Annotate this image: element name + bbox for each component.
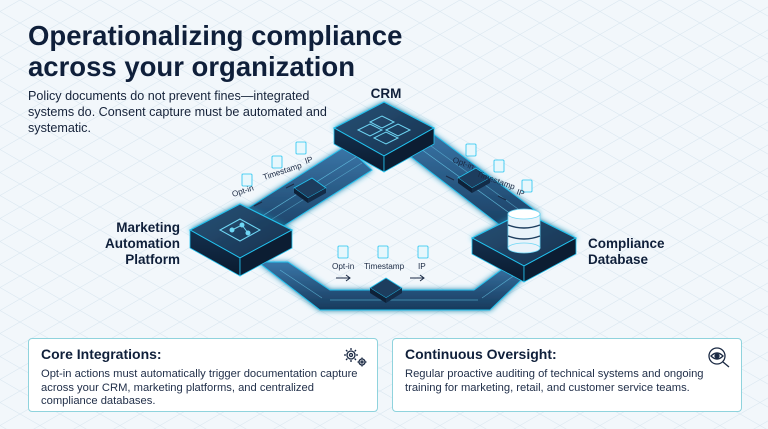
flow-right-ip: IP: [515, 187, 526, 198]
database-label-line-2: Database: [588, 252, 649, 267]
flow-left-optin: Opt-in: [231, 183, 255, 199]
crm-node: [332, 101, 436, 173]
arrow-icon: [419, 274, 425, 282]
marketing-label-line-2: Automation: [105, 236, 180, 251]
continuous-oversight-card: Continuous Oversight: Regular proactive …: [392, 338, 742, 412]
marketing-label-line-3: Platform: [125, 252, 180, 267]
flow-bottom-ip: IP: [418, 262, 426, 271]
arrow-icon: [285, 183, 295, 189]
arrow-icon: [497, 195, 507, 201]
page-title: Operationalizing compliance across your …: [28, 20, 448, 82]
eye-magnifier-icon: [708, 347, 730, 368]
marketing-node: [188, 203, 294, 277]
gears-icon: [344, 348, 367, 367]
arrow-icon: [345, 274, 351, 282]
arrow-icon: [253, 201, 263, 207]
database-node: [470, 208, 578, 283]
core-integrations-title: Core Integrations:: [41, 346, 162, 362]
workflow-icon: [218, 218, 262, 242]
database-label: Compliance Database: [588, 236, 698, 268]
marketing-label: Marketing Automation Platform: [98, 220, 180, 268]
title-line-1: Operationalizing compliance: [28, 20, 403, 51]
flow-bottom: Opt-in Timestamp IP: [332, 245, 429, 282]
core-integrations-card: Core Integrations: Opt-in actions must a…: [28, 338, 378, 412]
title-line-2: across your organization: [28, 51, 356, 82]
app-grid-icon: [356, 115, 412, 145]
connector-chip-right: [457, 167, 491, 193]
continuous-oversight-body: Regular proactive auditing of technical …: [405, 368, 704, 394]
doc-icon: [241, 141, 307, 187]
crm-label: CRM: [370, 86, 402, 101]
connector-chip-left: [293, 177, 327, 203]
doc-icon: [465, 143, 533, 193]
arrow-icon: [445, 175, 455, 181]
database-icon: [507, 208, 541, 254]
continuous-oversight-title: Continuous Oversight:: [405, 346, 557, 362]
core-integrations-body: Opt-in actions must automatically trigge…: [41, 368, 358, 407]
flow-left-ip: IP: [304, 155, 315, 166]
connector-chip-bottom: [369, 277, 403, 303]
marketing-label-line-1: Marketing: [116, 220, 180, 235]
doc-icon: [337, 245, 429, 259]
database-label-line-1: Compliance: [588, 236, 665, 251]
flow-bottom-optin: Opt-in: [332, 262, 355, 271]
intro-text: Policy documents do not prevent fines—in…: [28, 89, 327, 135]
flow-bottom-timestamp: Timestamp: [364, 262, 405, 271]
